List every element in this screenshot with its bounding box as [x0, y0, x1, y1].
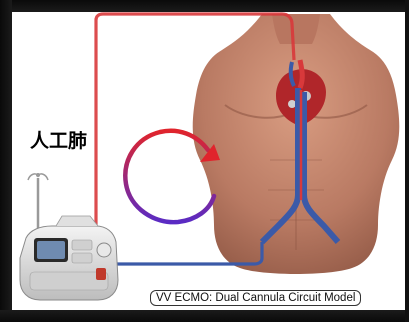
- artificial-lung-label: 人工肺: [30, 126, 87, 153]
- frame-border-right: [405, 0, 409, 322]
- ecmo-console-icon: [20, 216, 118, 300]
- circulation-arrow-icon: [125, 131, 220, 222]
- diagram-caption: VV ECMO: Dual Cannula Circuit Model: [150, 290, 361, 306]
- console-handle: [56, 216, 98, 226]
- torso-illustration: [193, 14, 400, 274]
- frame-border-left: [0, 0, 12, 322]
- neck: [272, 14, 320, 44]
- pump-knob: [97, 243, 111, 257]
- frame-border-bottom: [0, 310, 409, 322]
- frame-border-top: [0, 0, 409, 12]
